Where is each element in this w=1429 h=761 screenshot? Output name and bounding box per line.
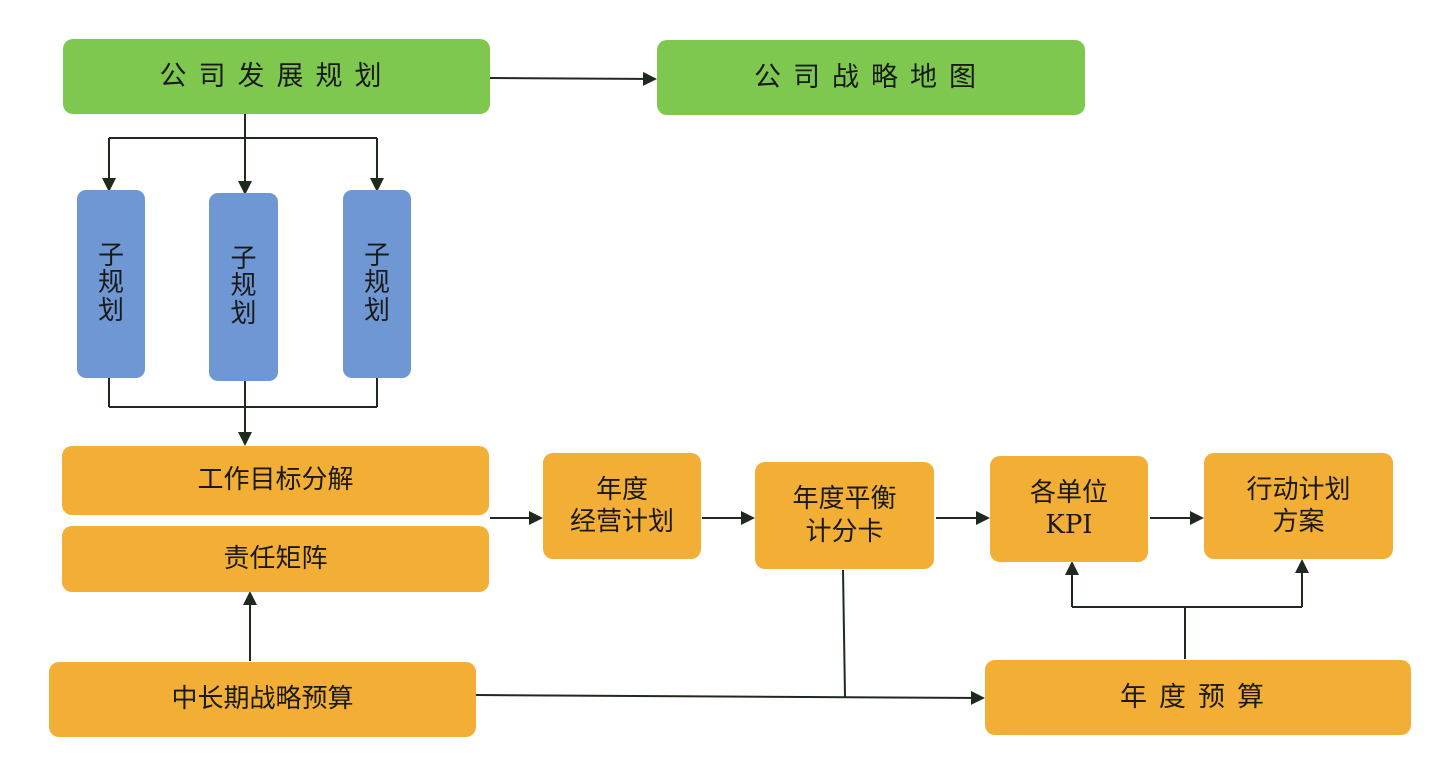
responsibility-matrix-label: 责任矩阵 <box>223 543 328 574</box>
annual-budget-box: 年度预算 <box>985 660 1411 735</box>
sub-plan-box-1: 子规划 <box>77 190 145 378</box>
action-plan-line-1: 行动计划 <box>1246 474 1351 505</box>
work-goal-decomposition-label: 工作目标分解 <box>197 465 354 496</box>
annual-balanced-scorecard-line-1: 年度平衡 <box>792 484 897 514</box>
annual-operating-plan-line-1: 年度 <box>595 474 648 505</box>
sub-plan-label-3: 子规划 <box>363 241 390 326</box>
annual-budget-label: 年度预算 <box>1120 681 1276 713</box>
company-strategy-map-label: 公司战略地图 <box>754 61 988 93</box>
sub-plan-box-3: 子规划 <box>343 190 411 378</box>
company-strategy-map-box: 公司战略地图 <box>657 40 1085 115</box>
long-term-strategic-budget-box: 中长期战略预算 <box>49 662 476 737</box>
unit-kpi-line-2: KPI <box>1045 510 1093 540</box>
annual-operating-plan-box: 年度 经营计划 <box>543 453 701 559</box>
sub-plan-box-2: 子规划 <box>209 193 278 381</box>
arrow-longterm-to-annual <box>475 690 985 705</box>
responsibility-matrix-box: 责任矩阵 <box>62 526 489 592</box>
unit-kpi-line-1: 各单位 <box>1029 477 1108 508</box>
unit-kpi-box: 各单位 KPI <box>990 456 1148 562</box>
arrow-plan-to-map <box>489 71 657 86</box>
company-development-plan-label: 公司发展规划 <box>159 60 394 92</box>
annual-balanced-scorecard-line-2: 计分卡 <box>805 516 884 547</box>
long-term-strategic-budget-label: 中长期战略预算 <box>171 684 354 715</box>
annual-balanced-scorecard-box: 年度平衡 计分卡 <box>755 462 934 569</box>
sub-plan-label-1: 子规划 <box>97 241 124 326</box>
work-goal-decomposition-box: 工作目标分解 <box>62 446 489 515</box>
action-plan-line-2: 方案 <box>1272 507 1325 537</box>
annual-operating-plan-line-2: 经营计划 <box>569 507 674 537</box>
action-plan-box: 行动计划 方案 <box>1204 453 1393 559</box>
sub-plan-label-2: 子规划 <box>230 244 257 329</box>
connector-bsc-down <box>842 569 846 698</box>
company-development-plan-box: 公司发展规划 <box>63 39 490 114</box>
